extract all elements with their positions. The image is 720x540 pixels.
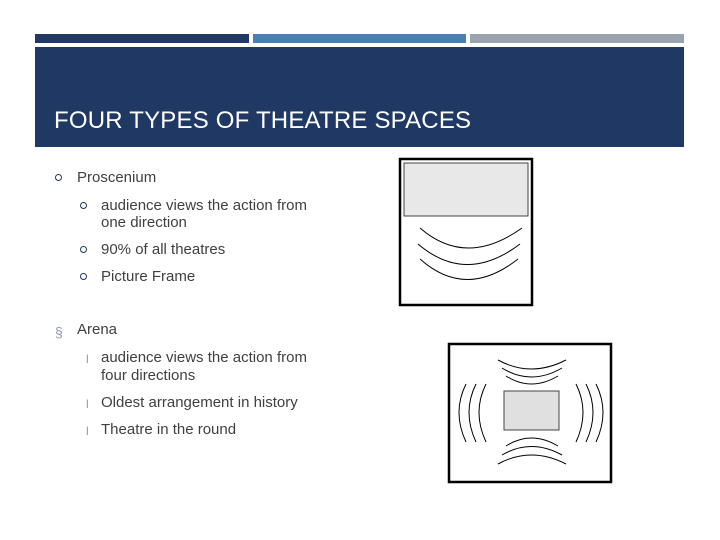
arena-diagram	[447, 342, 613, 484]
bullet-text-continuation: four directions	[101, 367, 196, 384]
proscenium-stage	[403, 162, 529, 217]
bullet-text: Picture Frame	[101, 268, 196, 285]
seating-row	[468, 383, 477, 443]
seating-row	[501, 446, 563, 456]
seating-row	[505, 437, 559, 447]
seating-row	[575, 383, 584, 443]
accent-stripe-dark	[35, 34, 249, 43]
arena-stage	[503, 390, 560, 431]
seating-row	[595, 383, 604, 443]
dot-bullet-icon: l	[86, 352, 89, 366]
seating-row	[501, 367, 563, 378]
section-heading-arena: Arena	[77, 321, 118, 338]
seating-row	[417, 243, 521, 265]
seating-row	[497, 454, 567, 465]
seating-row	[505, 375, 559, 385]
seating-row	[478, 383, 487, 443]
circle-bullet-icon	[80, 202, 87, 209]
bullet-text: audience views the action from	[101, 197, 307, 214]
bullet-text: 90% of all theatres	[101, 241, 226, 258]
seating-row	[458, 383, 467, 443]
circle-bullet-icon	[80, 273, 87, 280]
circle-bullet-icon	[55, 174, 62, 181]
seating-row	[419, 258, 519, 280]
seating-row	[497, 359, 567, 370]
bullet-text: audience views the action from	[101, 349, 307, 366]
bullet-text: Theatre in the round	[101, 421, 237, 438]
slide-title: FOUR TYPES OF THEATRE SPACES	[54, 107, 472, 134]
title-bar: FOUR TYPES OF THEATRE SPACES	[35, 47, 684, 147]
accent-stripe-mid	[253, 34, 466, 43]
dot-bullet-icon: l	[86, 424, 89, 438]
bullet-text: Oldest arrangement in history	[101, 394, 298, 411]
seating-row	[585, 383, 594, 443]
proscenium-diagram	[398, 157, 534, 307]
circle-bullet-icon	[80, 246, 87, 253]
bullet-text-continuation: one direction	[101, 214, 187, 231]
accent-stripe-light	[470, 34, 684, 43]
section-heading-proscenium: Proscenium	[77, 169, 157, 186]
section-sign-icon: §	[55, 324, 63, 340]
dot-bullet-icon: l	[86, 397, 89, 411]
seating-row	[419, 227, 523, 249]
